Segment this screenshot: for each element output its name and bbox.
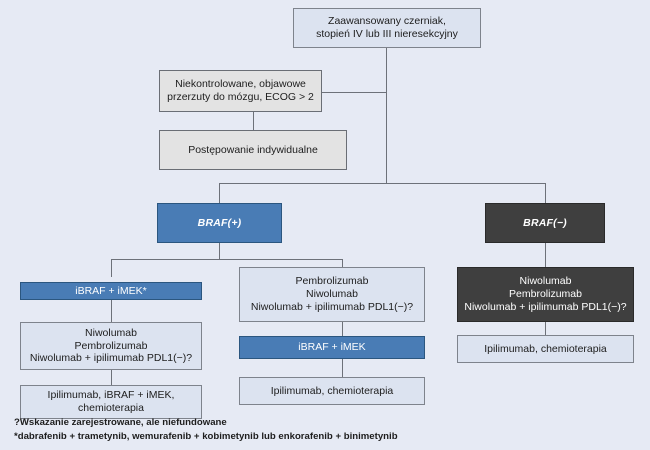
node-right-last-line[interactable]: Ipilimumab, chemioterapia <box>457 335 634 363</box>
node-line: BRAF(+) <box>197 216 242 229</box>
node-mid-last-line-text: Ipilimumab, chemioterapia <box>244 385 420 398</box>
node-brain-metastases-text: Niekontrolowane, objawowe przerzuty do m… <box>164 78 317 104</box>
node-line: Niwolumab + ipilimumab PDL1(−)? <box>250 300 414 313</box>
node-advanced-melanoma-text: Zaawansowany czerniak, stopień IV lub II… <box>298 15 476 41</box>
connector-brafpos-stem <box>219 243 220 259</box>
node-left-immunotherapy-text: Niwolumab Pembrolizumab Niwolumab + ipil… <box>25 327 197 365</box>
footnotes: ?Wskazanie zarejestrowane, ale niefundow… <box>14 416 574 444</box>
node-individual-management-text: Postępowanie indywidualne <box>164 144 342 157</box>
connector-to-braf-positive <box>219 183 220 203</box>
node-braf-negative-text: BRAF(−) <box>490 217 600 230</box>
node-line: BRAF(−) <box>523 216 567 229</box>
node-mid-last-line[interactable]: Ipilimumab, chemioterapia <box>239 377 425 405</box>
connector-brafpos-split-bar <box>111 259 342 260</box>
node-line: stopień IV lub III nieresekcyjny <box>316 28 458 40</box>
connector-right-immuno-to-last <box>545 322 546 335</box>
node-line: Pembrolizumab <box>509 288 582 301</box>
node-right-immunotherapy-text: Niwolumab Pembrolizumab Niwolumab + ipil… <box>462 275 629 313</box>
connector-left-ibraf-to-immuno <box>111 300 112 322</box>
node-right-last-line-text: Ipilimumab, chemioterapia <box>462 343 629 356</box>
node-right-immunotherapy[interactable]: Niwolumab Pembrolizumab Niwolumab + ipil… <box>457 267 634 322</box>
node-left-immunotherapy[interactable]: Niwolumab Pembrolizumab Niwolumab + ipil… <box>20 322 202 370</box>
node-braf-positive[interactable]: BRAF(+) <box>157 203 282 243</box>
node-line: chemioterapia <box>78 402 144 414</box>
node-line: Pembrolizumab <box>295 275 369 288</box>
connector-root-spine <box>386 48 387 183</box>
node-advanced-melanoma[interactable]: Zaawansowany czerniak, stopień IV lub II… <box>293 8 481 48</box>
connector-brainmets-to-spine <box>322 92 386 93</box>
connector-brafneg-to-immuno <box>545 243 546 267</box>
node-line: Zaawansowany czerniak, <box>328 15 446 28</box>
node-braf-positive-text: BRAF(+) <box>162 217 277 230</box>
footnote-drug-combinations: *dabrafenib + trametynib, wemurafenib + … <box>14 430 398 442</box>
node-line: Niekontrolowane, objawowe <box>175 78 306 91</box>
footnote-registered-not-reimbursed: ?Wskazanie zarejestrowane, ale niefundow… <box>14 417 227 428</box>
node-line: przerzuty do mózgu, ECOG > 2 <box>167 91 314 103</box>
node-individual-management[interactable]: Postępowanie indywidualne <box>159 130 347 170</box>
connector-to-left-column <box>111 259 112 277</box>
connector-to-braf-negative <box>545 183 546 203</box>
node-mid-ibraf-imek-text: iBRAF + iMEK <box>244 341 420 354</box>
node-left-ibraf-imek-star[interactable]: iBRAF + iMEK* <box>20 282 202 300</box>
node-left-last-line-text: Ipilimumab, iBRAF + iMEK, chemioterapia <box>25 389 197 415</box>
node-line: Niwolumab <box>85 326 137 339</box>
node-line: Ipilimumab, chemioterapia <box>270 384 394 397</box>
node-braf-negative[interactable]: BRAF(−) <box>485 203 605 243</box>
node-left-ibraf-imek-star-text: iBRAF + iMEK* <box>25 285 197 298</box>
node-mid-ibraf-imek[interactable]: iBRAF + iMEK <box>239 336 425 359</box>
node-line: Ipilimumab, iBRAF + iMEK, <box>47 389 175 402</box>
node-mid-immunotherapy[interactable]: Pembrolizumab Niwolumab Niwolumab + ipil… <box>239 267 425 322</box>
node-line: iBRAF + iMEK* <box>75 284 147 297</box>
connector-mid-immuno-to-ibraf <box>342 322 343 336</box>
node-brain-metastases[interactable]: Niekontrolowane, objawowe przerzuty do m… <box>159 70 322 112</box>
node-line: iBRAF + iMEK <box>298 341 366 354</box>
connector-mid-ibraf-to-last <box>342 359 343 377</box>
node-line: Pembrolizumab <box>74 339 148 352</box>
node-line: Niwolumab + ipilimumab PDL1(−)? <box>29 352 193 365</box>
node-line: Ipilimumab, chemioterapia <box>484 342 607 355</box>
connector-left-immuno-to-last <box>111 370 112 385</box>
connector-brainmets-to-individual <box>253 112 254 130</box>
node-left-last-line[interactable]: Ipilimumab, iBRAF + iMEK, chemioterapia <box>20 385 202 419</box>
connector-braf-split-bar <box>219 183 546 184</box>
node-line: Niwolumab <box>519 275 572 288</box>
node-line: Niwolumab <box>306 288 358 301</box>
node-line: Niwolumab + ipilimumab PDL1(−)? <box>464 300 627 313</box>
node-mid-immunotherapy-text: Pembrolizumab Niwolumab Niwolumab + ipil… <box>244 275 420 313</box>
connector-to-mid-column <box>342 259 343 267</box>
node-line: Postępowanie indywidualne <box>188 143 318 156</box>
